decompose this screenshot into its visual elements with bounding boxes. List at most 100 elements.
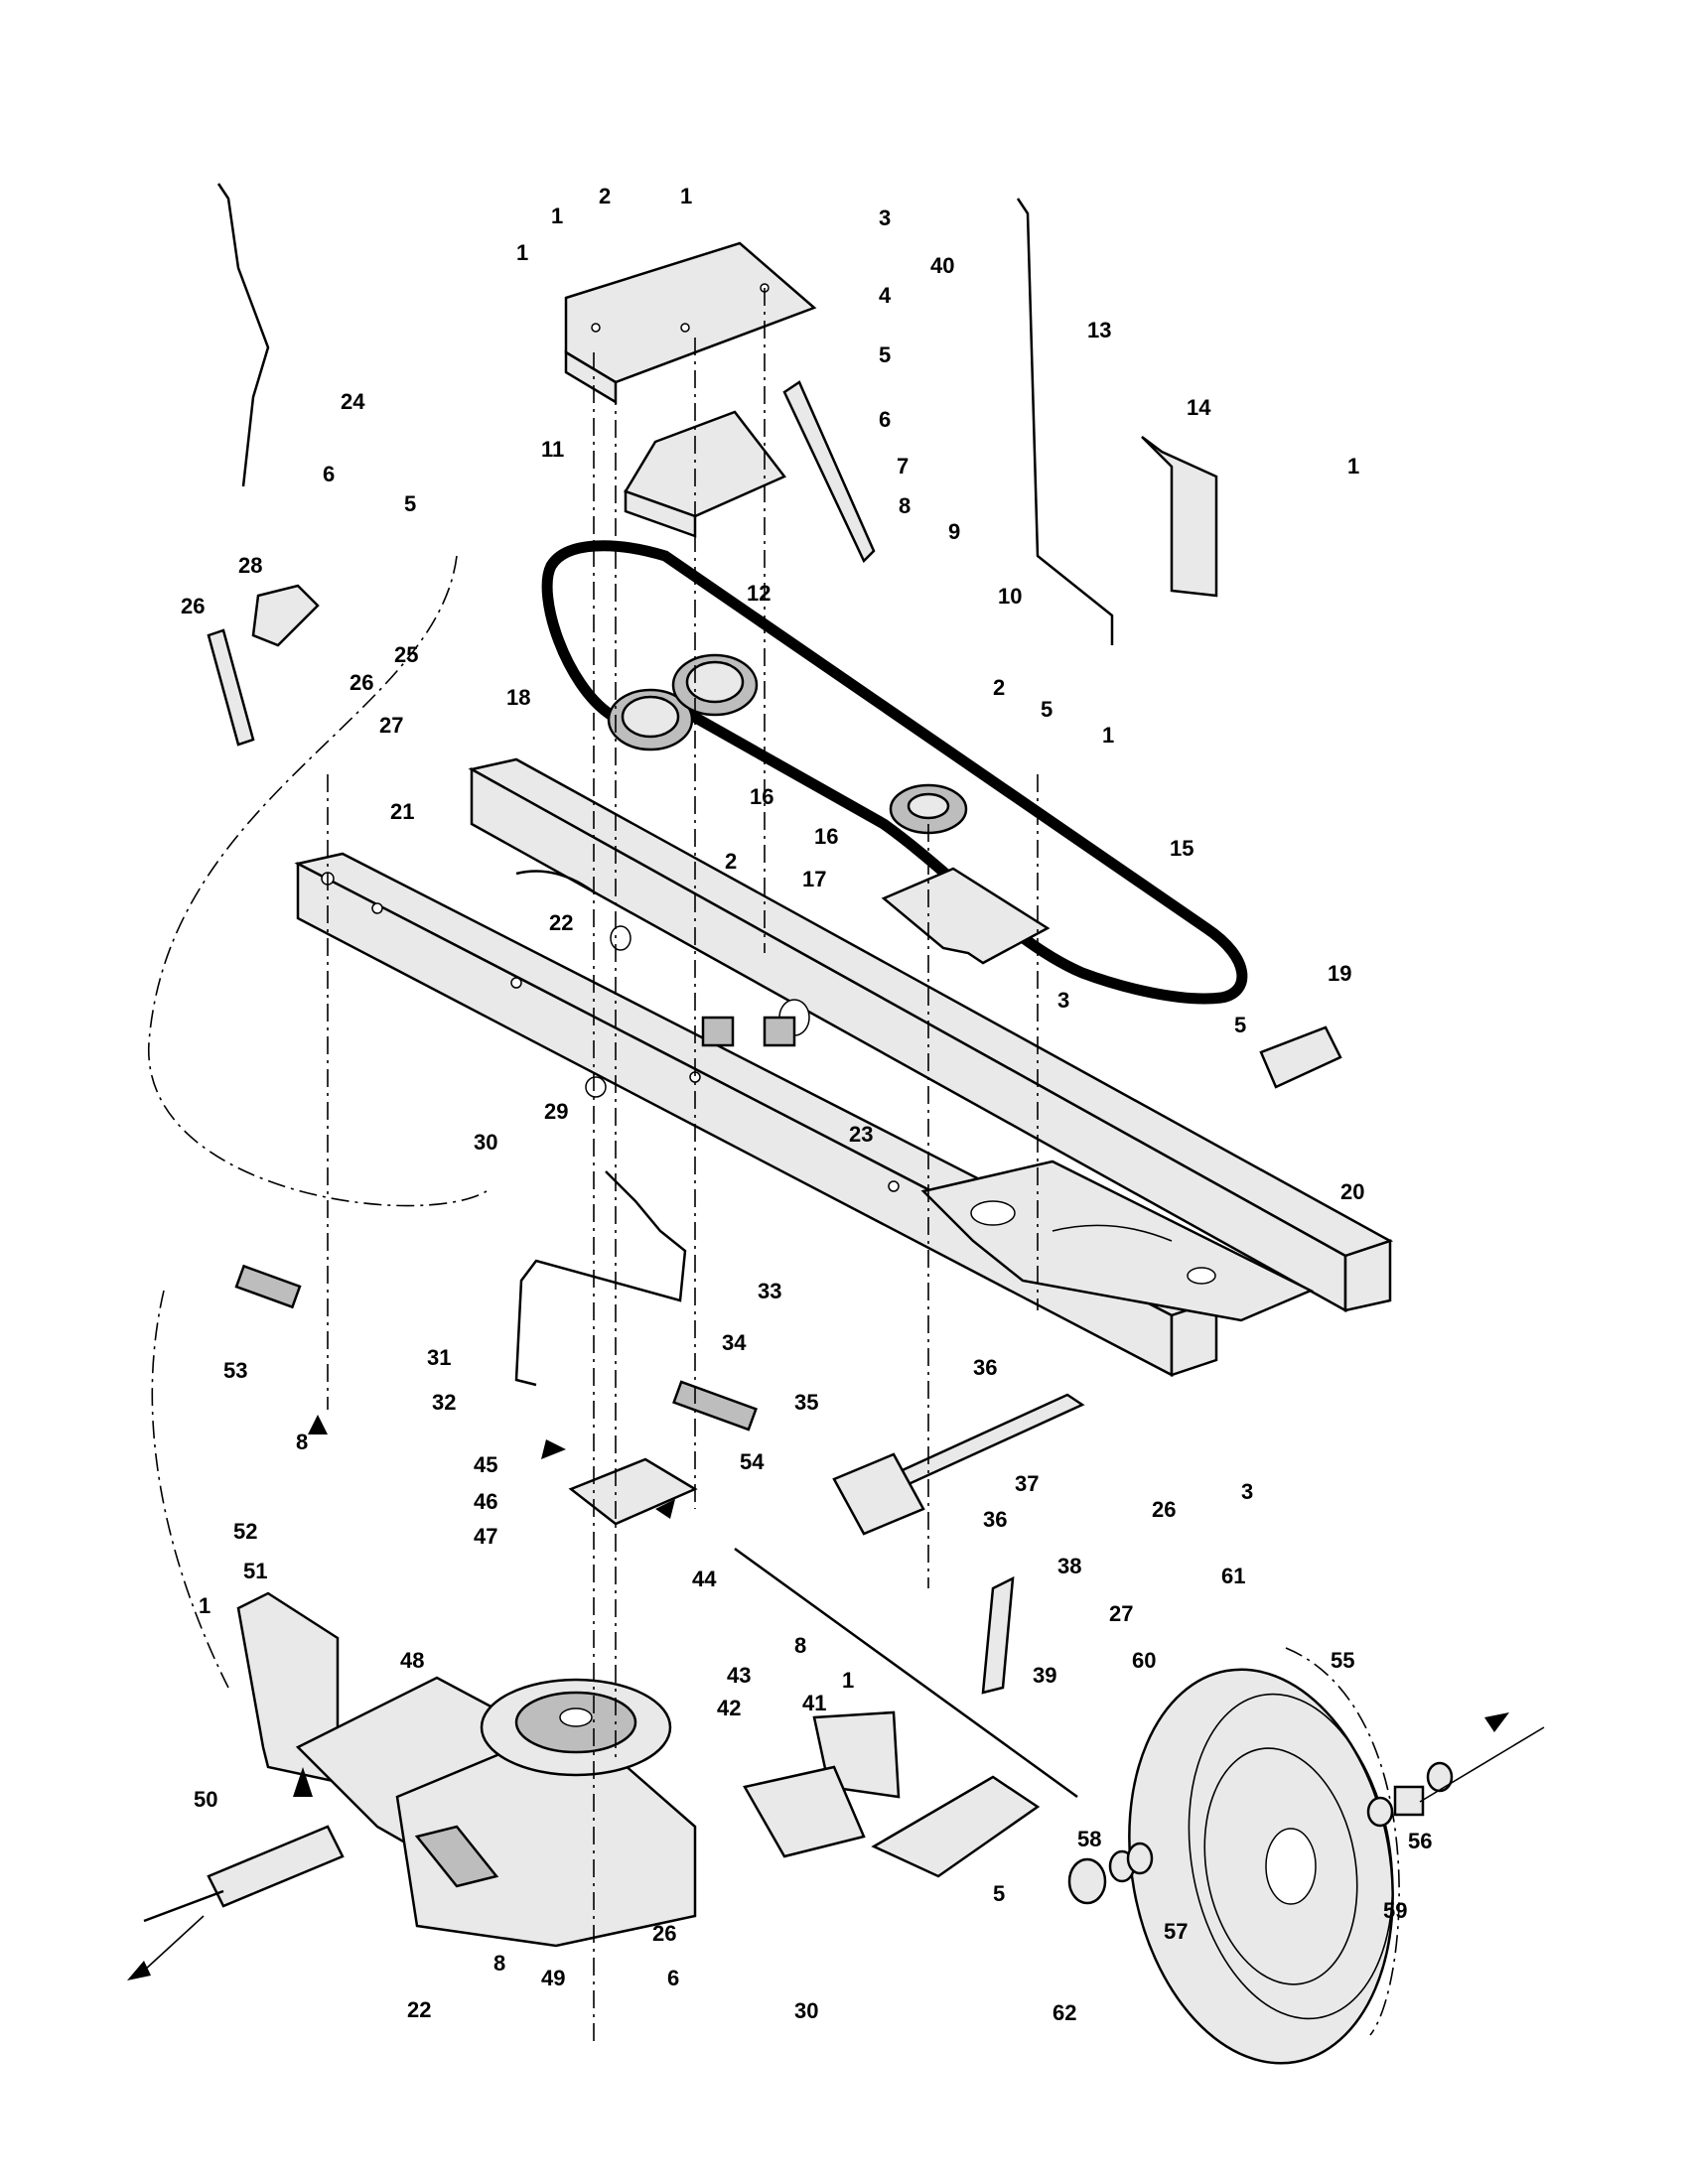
callout-6: 6 [879,407,891,432]
callout-51: 51 [243,1559,267,1583]
callout-62: 62 [1052,2000,1076,2025]
springs-23 [701,1016,796,1047]
callout-48: 48 [400,1648,424,1673]
spring-53 [234,1264,302,1309]
frame-rail-right [468,757,1394,1322]
callout-5: 5 [404,491,416,516]
brake-rod [734,1547,1078,1799]
callout-37: 37 [1015,1471,1039,1496]
callout-6: 6 [323,462,335,486]
callout-7: 7 [897,454,909,478]
callout-22: 22 [407,1997,431,2022]
pulley-bracket [881,867,1051,965]
callout-1: 1 [1102,723,1114,748]
callout-19: 19 [1328,961,1351,986]
callout-26: 26 [652,1921,676,1946]
callout-3: 3 [1241,1479,1253,1504]
callout-40: 40 [930,253,954,278]
callout-15: 15 [1170,836,1193,861]
callout-8: 8 [296,1430,308,1454]
callout-39: 39 [1033,1663,1056,1688]
callout-56: 56 [1408,1829,1432,1853]
callout-23: 23 [849,1122,873,1147]
callout-16: 16 [750,784,773,809]
callout-49: 49 [541,1966,565,1990]
callout-14: 14 [1187,395,1211,420]
callout-53: 53 [223,1358,247,1383]
callout-1: 1 [680,184,692,208]
rear-wheel [1128,1668,1394,2065]
callout-58: 58 [1077,1827,1101,1851]
callout-3: 3 [1057,988,1069,1013]
pedal-assembly [743,1710,1041,1878]
callout-2: 2 [993,675,1005,700]
callout-52: 52 [233,1519,257,1544]
callout-21: 21 [390,799,414,824]
callout-6: 6 [667,1966,679,1990]
callout-41: 41 [802,1691,826,1715]
callout-18: 18 [506,685,530,710]
callout-5: 5 [879,342,891,367]
callout-5: 5 [1234,1013,1246,1037]
bracket-25 [251,584,320,647]
callout-42: 42 [717,1696,741,1720]
brake-pad-bracket [568,1457,698,1526]
idler-pulley-16a [671,653,759,717]
callout-57: 57 [1164,1919,1188,1944]
callout-8: 8 [899,493,911,518]
callout-35: 35 [794,1390,818,1415]
callout-46: 46 [474,1489,497,1514]
callout-55: 55 [1331,1648,1354,1673]
cross-shaft [891,1393,1085,1486]
callout-32: 32 [432,1390,456,1415]
brake-bracket [514,1170,687,1387]
idler-pulley-18 [607,688,694,751]
callout-44: 44 [692,1567,717,1591]
callout-36: 36 [983,1507,1007,1532]
bracket-38 [981,1575,1015,1695]
shaft-arm-36 [832,1452,925,1536]
callout-22: 22 [549,910,573,935]
callout-50: 50 [194,1787,217,1812]
callout-47: 47 [474,1524,497,1549]
top-plate [564,241,817,405]
bracket-28 [207,628,255,747]
direction-arrows [127,1415,1509,1980]
callout-31: 31 [427,1345,451,1370]
callout-26: 26 [350,670,373,695]
shift-bracket [1141,436,1218,598]
callout-2: 2 [599,184,611,208]
idler-arm [782,380,876,564]
callout-1: 1 [516,240,528,265]
callout-26: 26 [1152,1497,1176,1522]
callout-2: 2 [725,849,737,874]
callout-9: 9 [948,519,960,544]
drive-belt [541,540,1248,1005]
callout-17: 17 [802,867,826,891]
callout-54: 54 [740,1449,765,1474]
callout-30: 30 [474,1130,497,1155]
shift-rod-upper [216,183,270,487]
callout-26: 26 [181,594,205,618]
shift-rod [1016,198,1114,645]
callout-27: 27 [379,713,403,738]
callout-30: 30 [794,1998,818,2023]
callout-8: 8 [493,1951,505,1976]
callout-8: 8 [794,1633,806,1658]
callout-28: 28 [238,553,262,578]
callout-29: 29 [544,1099,568,1124]
spring-34 [672,1380,758,1432]
callout-11: 11 [541,437,564,462]
callout-12: 12 [747,581,771,606]
callout-3: 3 [879,205,891,230]
callout-43: 43 [727,1663,751,1688]
callout-36: 36 [973,1355,997,1380]
transaxle-assembly [143,1676,697,1948]
idler-pulley-16b [889,783,968,835]
callout-24: 24 [341,389,365,414]
callout-61: 61 [1221,1564,1245,1588]
callout-38: 38 [1057,1554,1081,1578]
callout-45: 45 [474,1452,497,1477]
callout-5: 5 [1041,697,1052,722]
